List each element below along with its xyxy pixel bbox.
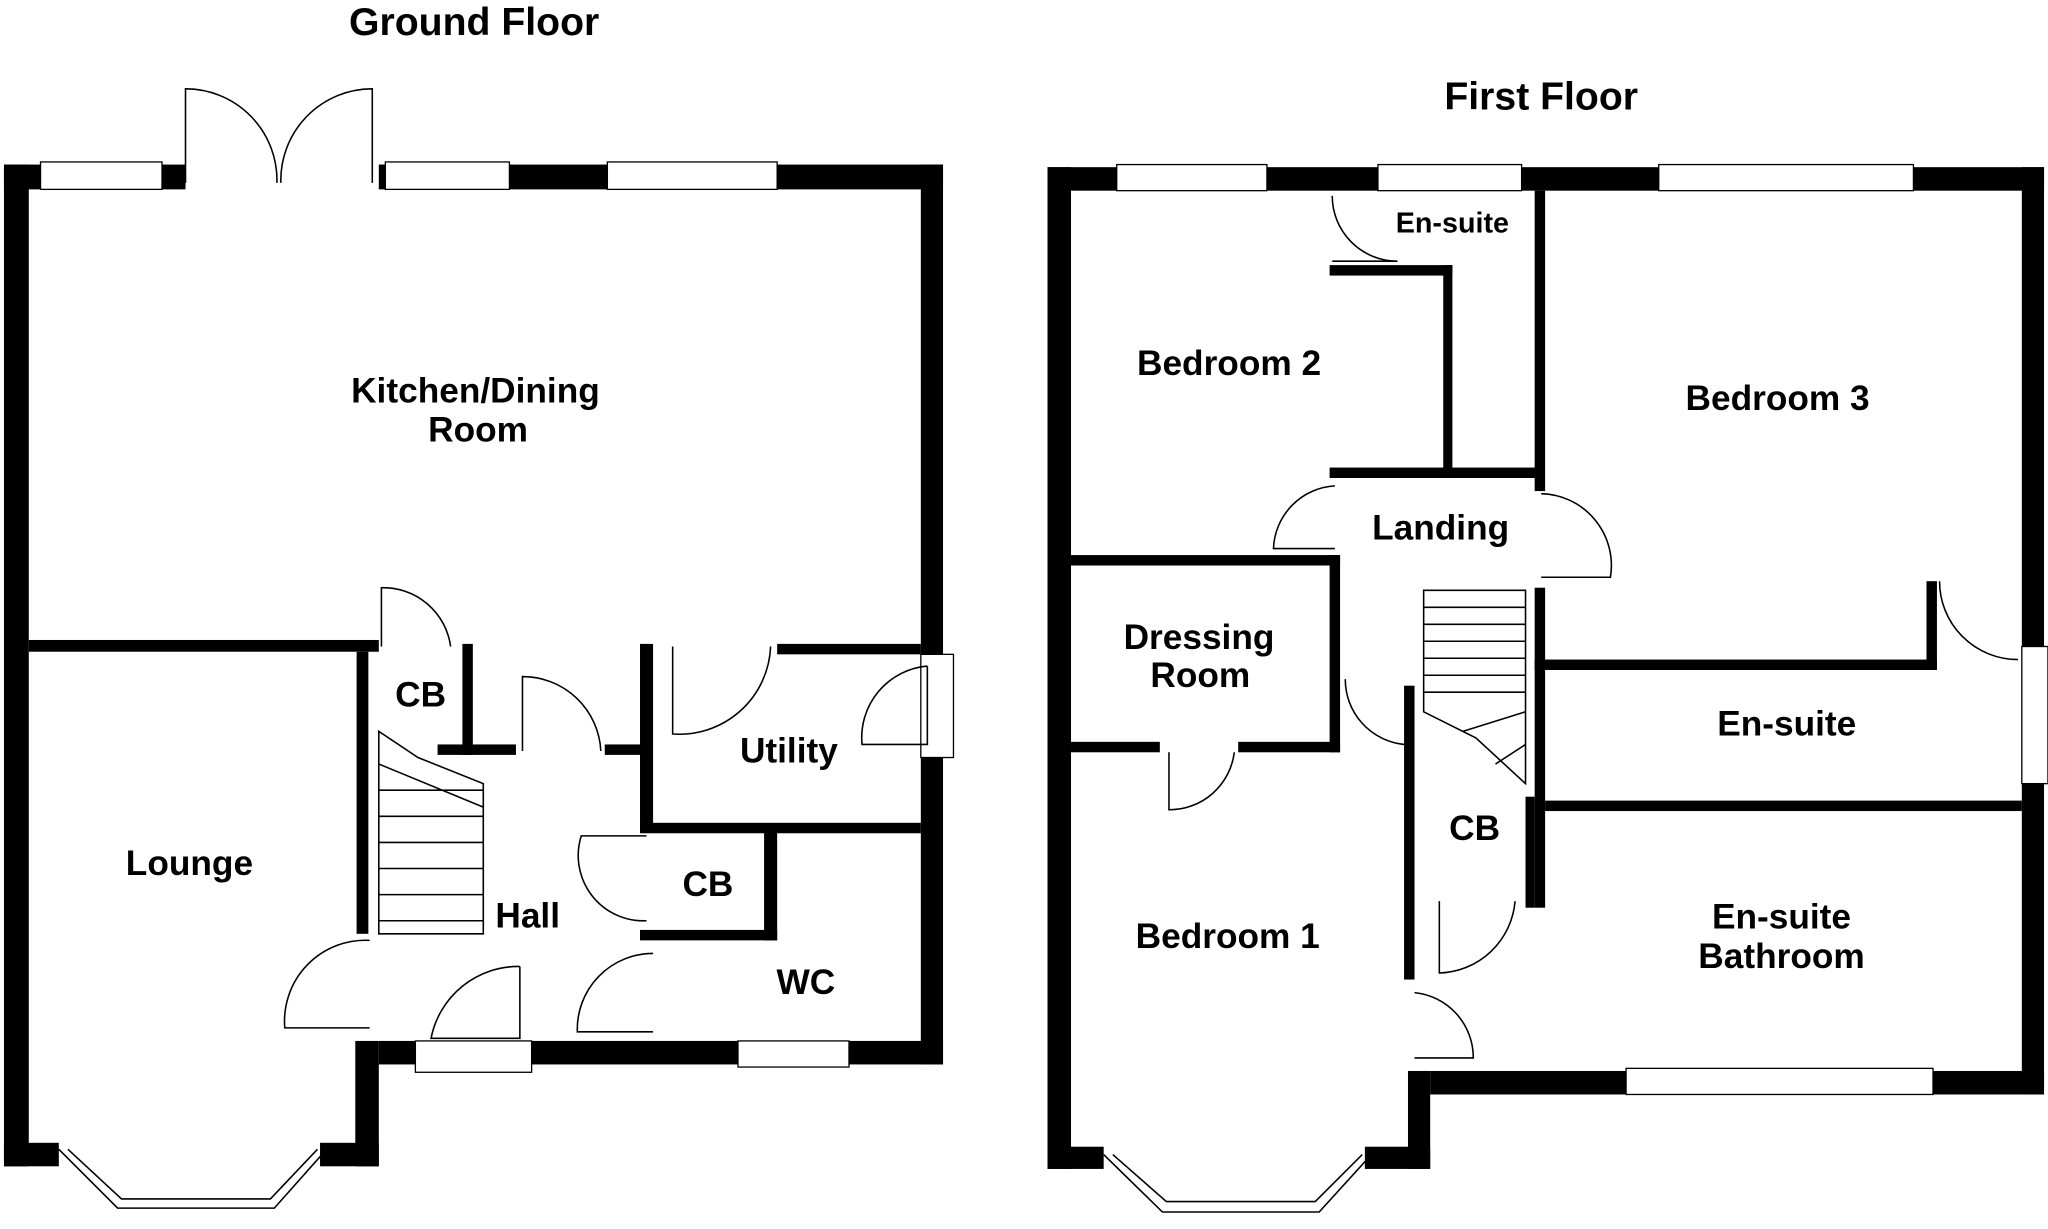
doors (1168, 195, 2018, 1059)
window (39, 161, 163, 191)
first-floor-walls (1047, 167, 2045, 1169)
room-label-bedroom2: Bedroom 2 (1137, 344, 1321, 383)
room-label-ensuite-bathroom-2: Bathroom (1698, 937, 1864, 976)
staircase (1422, 589, 1527, 786)
window (2021, 645, 2048, 785)
ground-floor-title: Ground Floor (349, 1, 599, 44)
room-label-utility: Utility (740, 732, 838, 771)
window (384, 161, 511, 191)
first-floor-title: First Floor (1444, 76, 1638, 119)
room-label-lounge: Lounge (126, 844, 253, 883)
window (1116, 163, 1268, 192)
window (1658, 163, 1915, 192)
staircase (378, 729, 485, 935)
room-label-dressing-2: Room (1150, 656, 1250, 695)
first-floor-plan: First Floor (1047, 76, 2048, 1213)
window (1625, 1067, 1934, 1096)
room-label-cb: CB (1449, 809, 1500, 848)
room-label-kitchen-2: Room (428, 410, 528, 449)
room-label-hall: Hall (495, 896, 560, 935)
ground-floor-plan: Ground Floor (3, 1, 955, 1209)
room-label-wc: WC (777, 963, 836, 1002)
room-label-ensuite-bathroom: En-suite (1712, 898, 1851, 937)
bay-window (1103, 1153, 1372, 1213)
window (606, 161, 778, 191)
side-door-frame (920, 653, 955, 759)
room-label-dressing: Dressing (1124, 618, 1275, 657)
room-label-landing: Landing (1372, 508, 1509, 547)
room-label-cb: CB (682, 865, 733, 904)
room-label-bedroom1: Bedroom 1 (1136, 917, 1320, 956)
room-label-ensuite-small: En-suite (1396, 207, 1509, 239)
room-label-ensuite: En-suite (1717, 704, 1856, 743)
front-door-frame (414, 1040, 533, 1073)
window (737, 1040, 850, 1068)
room-label-kitchen: Kitchen/Dining (351, 371, 600, 410)
room-label-cb: CB (395, 676, 446, 715)
ground-floor-walls (3, 164, 944, 1167)
bay-window (58, 1148, 328, 1209)
room-label-bedroom3: Bedroom 3 (1686, 379, 1870, 418)
window (1377, 163, 1523, 192)
doors (184, 88, 929, 1040)
